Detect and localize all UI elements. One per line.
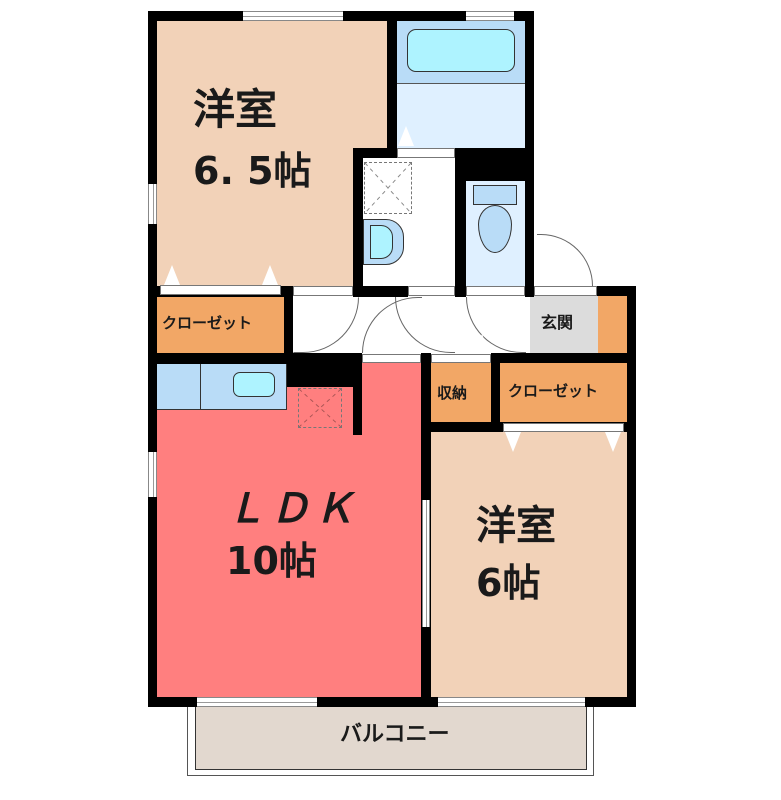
closet-north-label: クローゼット (162, 314, 253, 332)
wash-basin-bowl (370, 225, 393, 259)
window (466, 11, 514, 21)
wall (525, 286, 530, 297)
bedroom-north-lower (157, 148, 354, 286)
ldk-size: 10帖 (226, 539, 317, 583)
wall (491, 353, 636, 363)
wall (455, 148, 530, 181)
sliding-door-marker (505, 432, 521, 452)
ldk-upper-right (362, 363, 421, 411)
window (148, 184, 157, 224)
bedroom-south[interactable] (431, 432, 627, 697)
wall (353, 286, 408, 297)
entrance[interactable] (530, 296, 598, 354)
window (438, 697, 585, 707)
wall (387, 11, 397, 158)
bedroom-south-size: 6帖 (476, 561, 541, 605)
wall (148, 697, 636, 707)
sliding-door-marker (164, 265, 180, 285)
closet-south[interactable] (500, 363, 627, 422)
sliding-door-marker (474, 334, 490, 354)
door-sill (397, 148, 455, 158)
bedroom-north-name: 洋室 (193, 85, 278, 134)
window (243, 11, 343, 21)
sliding-door-marker (605, 432, 621, 452)
window (148, 452, 157, 497)
door-sill (503, 423, 624, 432)
wall (491, 353, 500, 423)
entrance-door-swing[interactable] (537, 234, 593, 286)
balcony[interactable] (195, 706, 587, 770)
ldk[interactable] (157, 410, 421, 697)
sliding-door-marker (262, 265, 278, 285)
bathtub (407, 29, 515, 72)
washer-space (364, 162, 412, 214)
entrance-label: 玄関 (541, 313, 574, 332)
wall (455, 148, 466, 297)
storage-label: 収納 (437, 384, 468, 402)
wall (353, 148, 397, 158)
balcony-label: バルコニー (340, 722, 450, 747)
wall (627, 286, 636, 707)
ldk-name: ＬＤＫ (226, 486, 358, 532)
toilet-tank (473, 185, 517, 205)
toilet-bowl (478, 205, 512, 253)
bedroom-north-size: 6. 5帖 (193, 149, 312, 193)
bedroom-south-name: 洋室 (476, 503, 556, 549)
shoe-cabinet (598, 296, 627, 354)
wall (597, 286, 636, 296)
door-sill (293, 286, 353, 296)
wall (287, 353, 362, 387)
wall (148, 353, 361, 364)
wall (353, 353, 362, 435)
door-sill (362, 354, 421, 363)
storage[interactable] (431, 363, 491, 422)
closet-south-label: クローゼット (508, 382, 599, 400)
door-sill (534, 286, 597, 296)
sliding-door-marker (398, 126, 414, 146)
kitchen-sink (233, 372, 275, 397)
wall (455, 286, 466, 297)
door-sill (160, 285, 281, 295)
door-sill (408, 286, 455, 296)
wall (421, 422, 501, 432)
bedroom-north (157, 21, 387, 149)
wall (353, 148, 363, 297)
counter-divider (200, 364, 201, 410)
closet-north[interactable] (157, 297, 284, 353)
ldk-upper (287, 387, 353, 410)
wall (284, 286, 293, 364)
door-sill (466, 286, 525, 296)
window (197, 697, 317, 707)
fridge-space (298, 388, 342, 428)
window (422, 500, 430, 627)
door-sill (431, 354, 491, 363)
